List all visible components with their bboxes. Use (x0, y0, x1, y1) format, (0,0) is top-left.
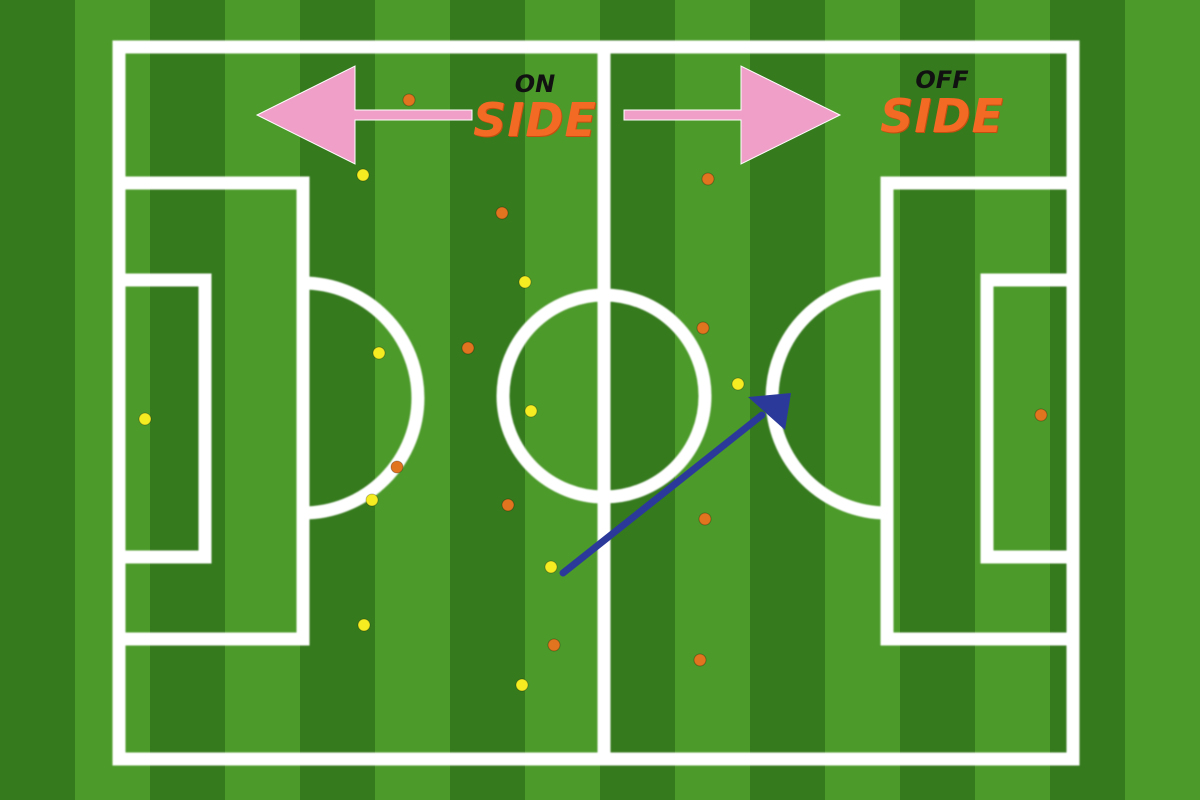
yellow-player-marker (356, 168, 370, 182)
yellow-player-marker (515, 678, 529, 692)
right-goal-area (980, 273, 1080, 564)
orange-player-marker (501, 498, 515, 512)
yellow-player-marker (518, 275, 532, 289)
grass-stripe (0, 0, 75, 800)
grass-stripe (900, 0, 975, 800)
yellow-player-marker (138, 412, 152, 426)
pass-arrow-icon (559, 393, 791, 577)
orange-player-marker (547, 638, 561, 652)
yellow-player-marker (731, 377, 745, 391)
grass-stripe (1125, 0, 1200, 800)
orange-player-marker (495, 206, 509, 220)
orange-player-marker (701, 172, 715, 186)
grass-stripe (1050, 0, 1125, 800)
left-arrow-icon (255, 65, 473, 165)
orange-player-marker (1034, 408, 1048, 422)
grass-stripe (525, 0, 600, 800)
yellow-player-marker (544, 560, 558, 574)
yellow-player-marker (372, 346, 386, 360)
left-goal-area (112, 273, 212, 564)
orange-player-marker (696, 321, 710, 335)
orange-player-marker (390, 460, 404, 474)
grass-stripe (150, 0, 225, 800)
grass-stripe (225, 0, 300, 800)
orange-player-marker (461, 341, 475, 355)
orange-player-marker (402, 93, 416, 107)
right-arrow-icon (623, 65, 842, 165)
center-circle (496, 288, 712, 504)
orange-player-marker (698, 512, 712, 526)
yellow-player-marker (357, 618, 371, 632)
orange-player-marker (693, 653, 707, 667)
grass-stripe (600, 0, 675, 800)
yellow-player-marker (524, 404, 538, 418)
grass-stripe (450, 0, 525, 800)
pitch-markings (112, 40, 1080, 766)
grass-stripe (675, 0, 750, 800)
yellow-player-marker (365, 493, 379, 507)
left-penalty-arc (302, 276, 425, 520)
players (138, 93, 1048, 692)
